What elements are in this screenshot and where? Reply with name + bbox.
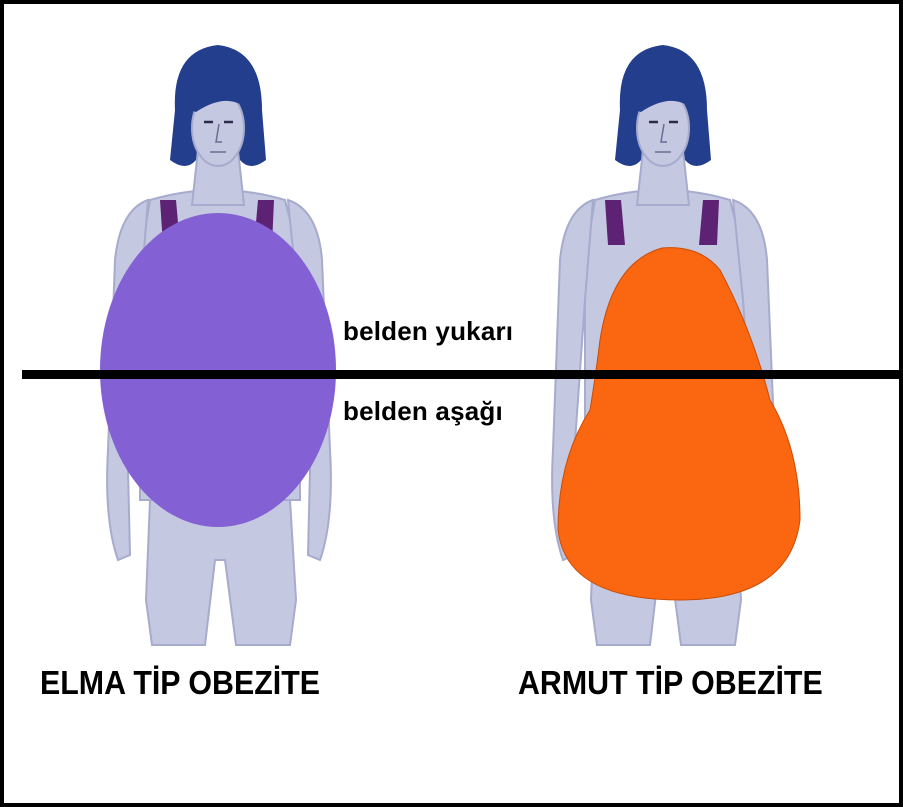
- waist-line: [22, 370, 903, 379]
- pear-obesity-caption: ARMUT TİP OBEZİTE: [518, 664, 823, 702]
- above-waist-label: belden yukarı: [343, 316, 513, 347]
- apple-obesity-caption: ELMA TİP OBEZİTE: [40, 664, 320, 702]
- below-waist-label: belden aşağı: [343, 396, 503, 427]
